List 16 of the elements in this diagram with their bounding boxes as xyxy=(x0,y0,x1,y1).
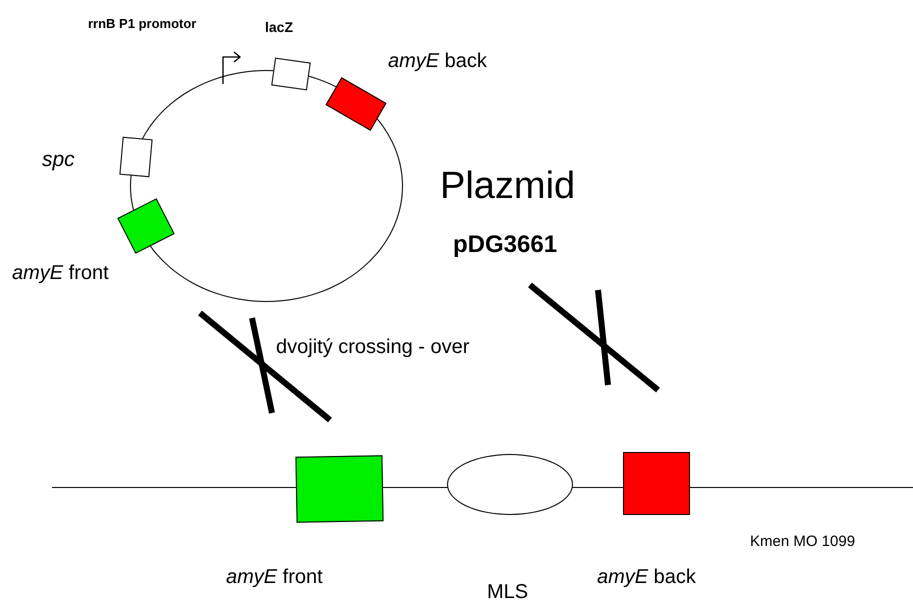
gene-label: amyE front xyxy=(226,566,323,588)
lacz-gene-box xyxy=(271,58,311,90)
promoter-label: rrnB P1 promotor xyxy=(88,17,196,32)
gene-label: amyE back xyxy=(388,50,487,72)
gene-label: Kmen MO 1099 xyxy=(750,534,856,550)
gene-label: MLS xyxy=(487,581,528,601)
gene-label: spc xyxy=(42,148,75,172)
plasmid-label: pDG3661 xyxy=(453,232,558,258)
process-label: dvojitý crossing - over xyxy=(276,336,470,358)
gene-label: amyE front xyxy=(12,262,109,284)
gene-label: amyE back xyxy=(597,566,696,588)
gene-box xyxy=(623,452,690,515)
gene-label: lacZ xyxy=(265,20,294,36)
gene-box xyxy=(295,455,384,523)
gene-box xyxy=(119,136,153,178)
plasmid-label: Plazmid xyxy=(440,166,576,208)
